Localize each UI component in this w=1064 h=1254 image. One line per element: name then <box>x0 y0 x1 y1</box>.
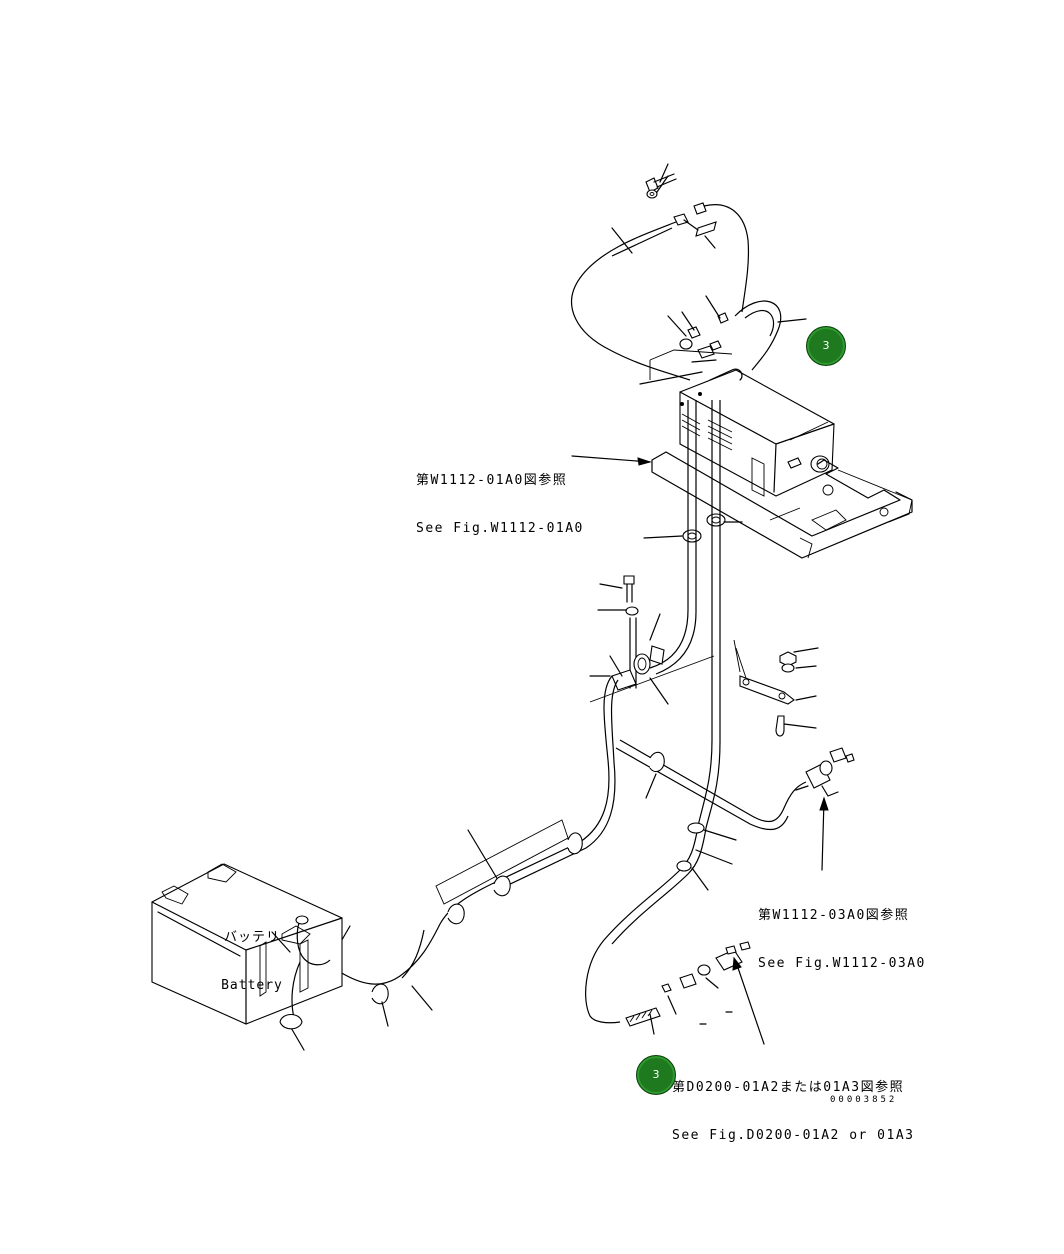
battery-label: バッテリ Battery <box>210 898 294 1026</box>
reference-jp: 第W1112-01A0図参照 <box>416 473 568 488</box>
battery-label-jp: バッテリ <box>223 930 280 945</box>
hose-clamp-bracket <box>589 613 741 705</box>
callout-marker-3[interactable]: 3 <box>806 326 846 366</box>
reference-jp: 第D0200-01A2または01A3図参照 <box>672 1080 905 1095</box>
heater-valve <box>795 747 855 797</box>
reference-en: See Fig.D0200-01A2 or 01A3 <box>672 1128 915 1143</box>
right-bracket-assembly <box>735 647 819 737</box>
battery-cable <box>339 675 613 985</box>
drain-hose-left <box>649 400 689 669</box>
drain-hose-right <box>697 400 713 827</box>
reference-en: See Fig.W1112-01A0 <box>416 521 584 536</box>
top-bolt-assembly <box>645 163 677 199</box>
clip-parts <box>639 295 733 385</box>
lower-right-hose <box>585 825 699 1024</box>
controller-box <box>679 368 835 497</box>
reference-w1112-01a0: 第W1112-01A0図参照 See Fig.W1112-01A0 <box>416 441 584 569</box>
upper-connector <box>673 202 717 249</box>
mid-bolt-stack <box>597 575 639 689</box>
reference-d0200: 第D0200-01A2または01A3図参照 See Fig.D0200-01A2… <box>672 1048 915 1176</box>
upper-hose <box>703 204 750 313</box>
battery-label-en: Battery <box>221 978 283 993</box>
reference-w1112-03a0: 第W1112-03A0図参照 See Fig.W1112-03A0 <box>758 876 926 1004</box>
sensor-cable <box>571 221 691 381</box>
battery <box>151 863 343 1025</box>
callout-marker-3[interactable]: 3 <box>636 1055 676 1095</box>
heater-hose <box>619 739 807 823</box>
hose-guard <box>435 819 569 905</box>
lower-fittings <box>625 941 751 1035</box>
grommets <box>643 513 743 543</box>
reference-jp: 第W1112-03A0図参照 <box>758 908 910 923</box>
reference-en: See Fig.W1112-03A0 <box>758 956 926 971</box>
drawing-number: 00003852 <box>830 1095 898 1105</box>
